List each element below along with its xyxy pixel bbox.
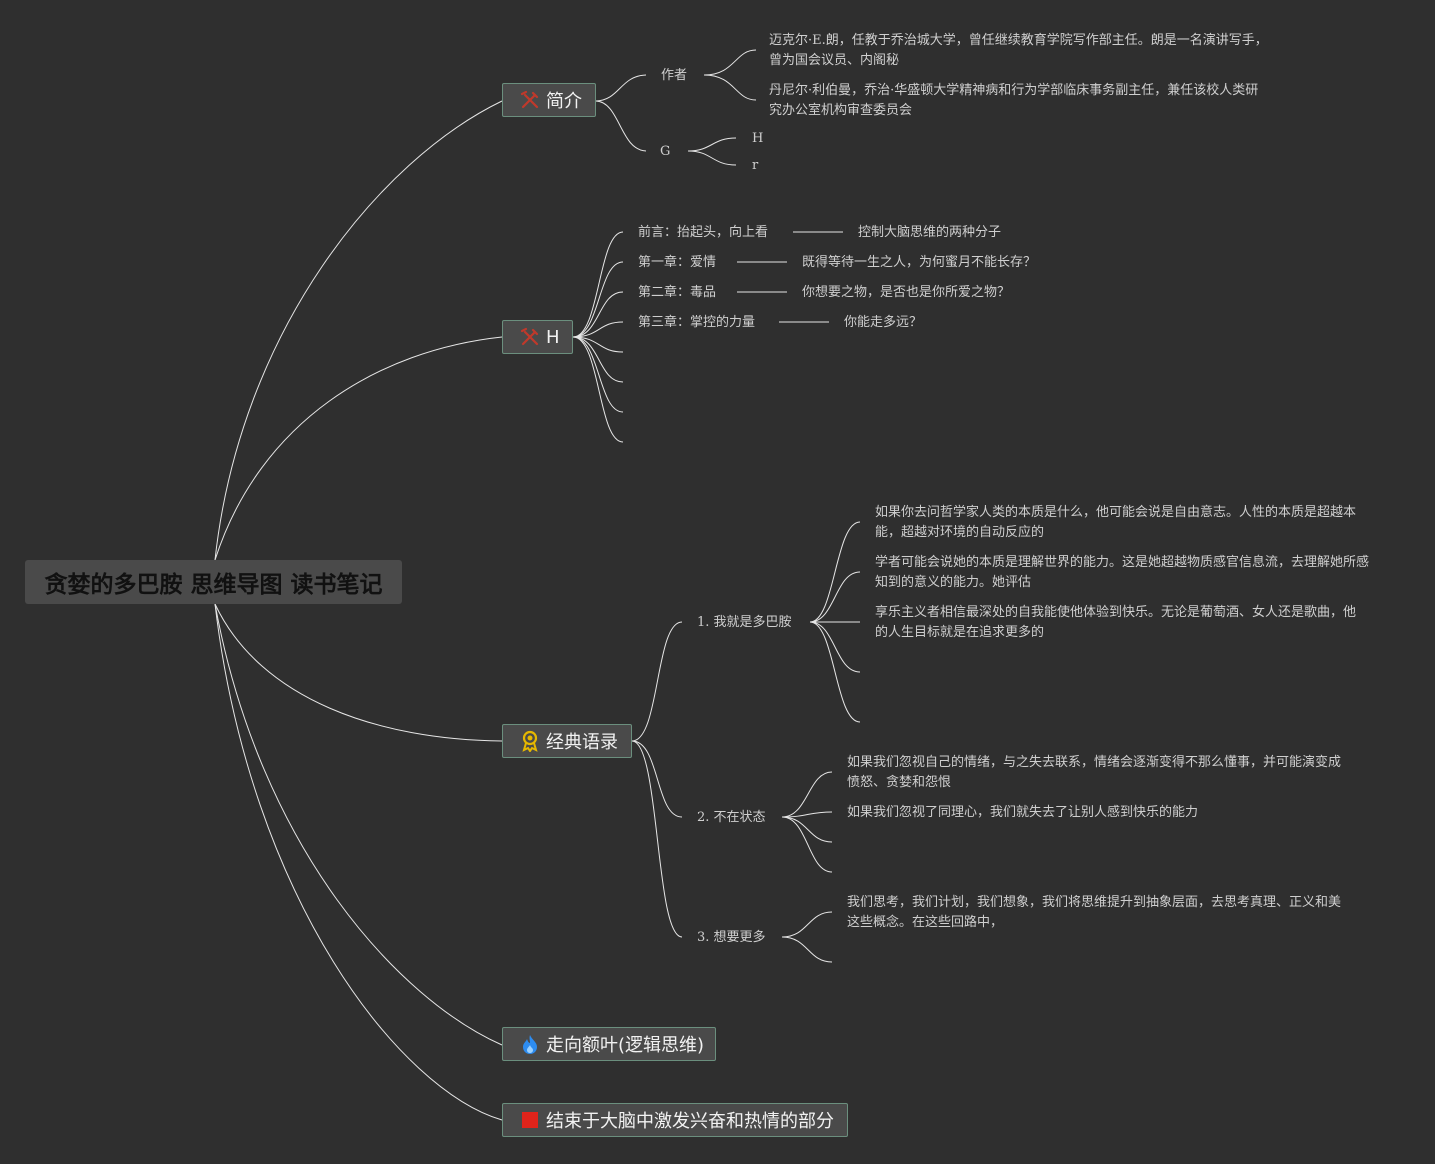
branch-label: H (546, 326, 560, 348)
intro-author-1[interactable]: 迈克尔·E.朗，任教于乔治城大学，曾任继续教育学院写作部主任。朗是一名演讲写手，… (769, 33, 1268, 68)
root-topic[interactable]: 贪婪的多巴胺 思维导图 读书笔记 (25, 560, 402, 604)
chapter-title[interactable]: 前言：抬起头，向上看 (638, 225, 769, 240)
tools-icon (520, 327, 539, 346)
chapter-detail[interactable]: 控制大脑思维的两种分子 (858, 225, 1002, 240)
intro-g-child-1[interactable]: H (752, 131, 764, 146)
quote-item[interactable]: 享乐主义者相信最深处的自我能使他体验到快乐。无论是葡萄酒、女人还是歌曲，他的人生… (875, 605, 1357, 640)
quote-group-title[interactable]: 2. 不在状态 (697, 810, 766, 825)
red-square-icon (522, 1112, 538, 1128)
quote-item[interactable]: 学者可能会说她的本质是理解世界的能力。这是她超越物质感官信息流，去理解她所感知到… (875, 555, 1370, 590)
flame-icon (523, 1035, 537, 1054)
branch-frontal-lobe[interactable]: 走向额叶(逻辑思维) (502, 1027, 716, 1061)
chapter-title[interactable]: 第三章：掌控的力量 (638, 315, 756, 330)
quote-group-title[interactable]: 3. 想要更多 (697, 930, 766, 945)
branch-label: 简介 (546, 91, 582, 112)
branch-ending[interactable]: 结束于大脑中激发兴奋和热情的部分 (502, 1103, 848, 1137)
chapter-detail[interactable]: 既得等待一生之人，为何蜜月不能长存？ (802, 255, 1037, 270)
intro-g-child-2[interactable]: r (752, 158, 759, 173)
branch-h[interactable]: H (502, 320, 573, 354)
intro-g-node[interactable]: G (660, 144, 671, 159)
branch-label: 经典语录 (546, 732, 618, 753)
intro-author-node[interactable]: 作者 (661, 68, 688, 83)
quote-item[interactable]: 我们思考，我们计划，我们想象，我们将思维提升到抽象层面，去思考真理、正义和美这些… (847, 895, 1342, 930)
quote-item[interactable]: 如果我们忽视自己的情绪，与之失去联系，情绪会逐渐变得不那么懂事，并可能演变成愤怒… (847, 755, 1342, 790)
branch-classic-quotes[interactable]: 经典语录 (502, 724, 632, 758)
root-title: 贪婪的多巴胺 思维导图 读书笔记 (44, 572, 383, 598)
quote-item[interactable]: 如果我们忽视了同理心，我们就失去了让别人感到快乐的能力 (847, 805, 1199, 820)
quote-item[interactable]: 如果你去问哲学家人类的本质是什么，他可能会说是自由意志。人性的本质是超越本能，超… (875, 505, 1357, 540)
branch-label: 结束于大脑中激发兴奋和热情的部分 (546, 1111, 834, 1132)
chapter-title[interactable]: 第一章：爱情 (638, 255, 717, 270)
chapter-detail[interactable]: 你想要之物，是否也是你所爱之物？ (802, 285, 1011, 300)
chapter-title[interactable]: 第二章：毒品 (638, 285, 717, 300)
intro-author-2[interactable]: 丹尼尔·利伯曼，乔治·华盛顿大学精神病和行为学部临床事务副主任，兼任该校人类研究… (769, 83, 1259, 118)
branch-label: 走向额叶(逻辑思维) (546, 1035, 705, 1056)
award-medal-icon (522, 730, 538, 752)
branch-intro[interactable]: 简介 (502, 83, 596, 117)
chapter-detail[interactable]: 你能走多远？ (844, 315, 923, 330)
tools-icon (520, 90, 539, 109)
quote-group-title[interactable]: 1. 我就是多巴胺 (697, 615, 792, 630)
